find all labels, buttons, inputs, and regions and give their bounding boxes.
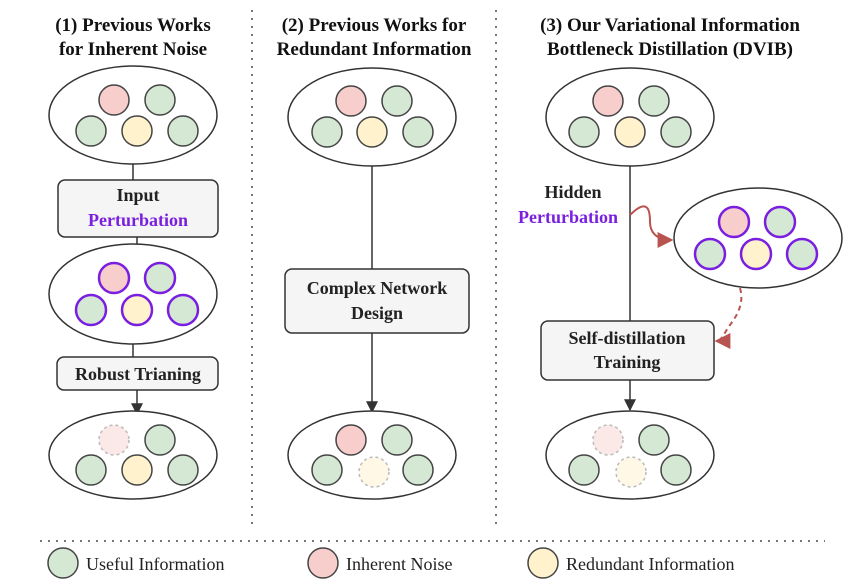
useful-node [381, 424, 413, 456]
legend-redundant-label: Redundant Information [566, 554, 734, 574]
useful-node-perturbed [693, 237, 727, 271]
useful-node-perturbed [166, 293, 200, 327]
hidden-perturbation-arrow [629, 205, 674, 248]
useful-node [144, 84, 176, 116]
self-distillation-label-line1: Self-distillation [568, 328, 685, 348]
panel-1: (1) Previous Works for Inherent Noise In… [48, 15, 219, 500]
useful-node [167, 115, 199, 147]
useful-node-perturbed [785, 237, 819, 271]
useful-node [167, 454, 199, 486]
useful-node [568, 454, 600, 486]
useful-node-perturbed [763, 205, 797, 239]
legend-noise-swatch [307, 547, 339, 579]
redundant-node [121, 454, 153, 486]
noise-node-removed [98, 424, 130, 456]
useful-node [311, 454, 343, 486]
legend-redundant-swatch [527, 547, 559, 579]
redundant-node [121, 115, 153, 147]
noise-node-removed [592, 424, 624, 456]
redundant-node-removed [358, 456, 390, 488]
useful-node [402, 454, 434, 486]
hidden-perturbation-label-line2: Perturbation [518, 207, 618, 227]
useful-node [660, 454, 692, 486]
hidden-perturbation-label-line1: Hidden [544, 182, 601, 202]
useful-node [144, 424, 176, 456]
complex-network-box [284, 268, 470, 334]
useful-node [311, 116, 343, 148]
panel-3-title-line1: (3) Our Variational Information [540, 15, 800, 36]
complex-network-label-line1: Complex Network [307, 278, 447, 298]
useful-node [75, 115, 107, 147]
noise-node [592, 85, 624, 117]
robust-training-label: Robust Trianing [75, 364, 201, 384]
panel-2: (2) Previous Works for Redundant Informa… [277, 15, 472, 500]
noise-node [335, 85, 367, 117]
panel-3-title-line2: Bottleneck Distillation (DVIB) [547, 39, 793, 60]
input-perturbation-label-line2: Perturbation [88, 210, 188, 230]
redundant-node [356, 116, 388, 148]
useful-node [381, 85, 413, 117]
useful-node [638, 424, 670, 456]
redundant-node-perturbed [739, 237, 773, 271]
useful-node [568, 116, 600, 148]
self-distillation-label-line2: Training [594, 352, 661, 372]
panel-2-title-line1: (2) Previous Works for [282, 15, 467, 36]
useful-node [638, 85, 670, 117]
useful-node [402, 116, 434, 148]
legend-useful-label: Useful Information [86, 554, 224, 574]
redundant-node [614, 116, 646, 148]
input-perturbation-label-line1: Input [116, 185, 159, 205]
panel-1-title-line2: for Inherent Noise [59, 39, 207, 60]
useful-node [660, 116, 692, 148]
complex-network-label-line2: Design [351, 303, 403, 323]
panel-1-title-line1: (1) Previous Works [55, 15, 211, 36]
panel-1-input-ellipse [48, 65, 218, 165]
redundant-node-perturbed [120, 293, 154, 327]
legend: Useful Information Inherent Noise Redund… [47, 547, 734, 579]
input-perturbation-box [57, 179, 219, 238]
noise-node-perturbed [97, 261, 131, 295]
noise-node-perturbed [717, 205, 751, 239]
legend-noise-label: Inherent Noise [346, 554, 452, 574]
useful-node [75, 454, 107, 486]
legend-useful-swatch [47, 547, 79, 579]
distillation-dashed-arrow [714, 287, 743, 349]
useful-node-perturbed [74, 293, 108, 327]
panel-2-title-line2: Redundant Information [277, 39, 472, 60]
panel-1-perturbed-ellipse [48, 243, 218, 345]
noise-node [335, 424, 367, 456]
redundant-node-removed [615, 456, 647, 488]
self-distillation-box [540, 320, 715, 381]
noise-node [98, 84, 130, 116]
panel-3: (3) Our Variational Information Bottlene… [518, 15, 843, 500]
useful-node-perturbed [143, 261, 177, 295]
